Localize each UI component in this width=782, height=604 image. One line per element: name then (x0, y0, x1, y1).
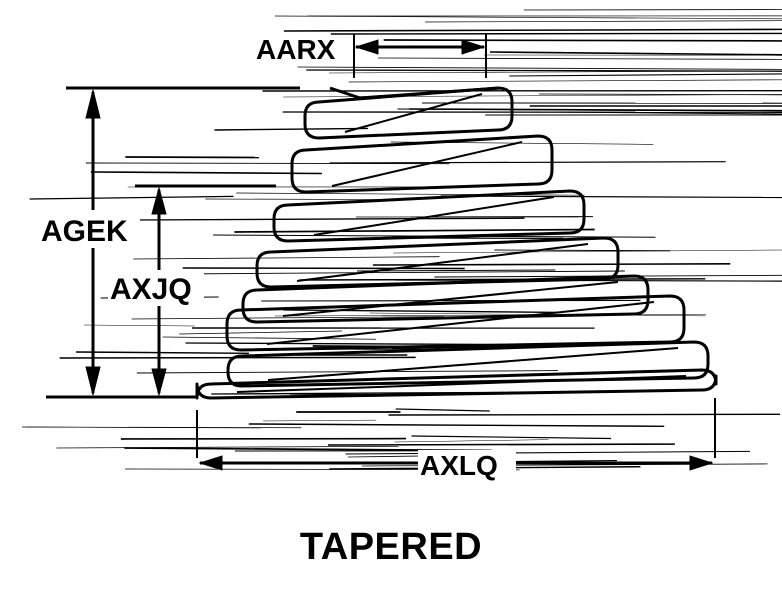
spring-coil (303, 86, 514, 140)
scan-streak (411, 435, 612, 440)
spring-coil-cross (266, 301, 655, 345)
bottom-arrow-left (198, 455, 223, 471)
scan-streak (131, 316, 444, 320)
scan-streak (85, 162, 450, 165)
scan-streak (162, 336, 377, 340)
spring-coil (272, 189, 586, 243)
solid-height-arrow-bottom (151, 368, 167, 397)
spring-coil-cross (236, 375, 687, 393)
spring-coil (226, 340, 710, 388)
scan-streak (328, 70, 782, 74)
scan-streak (182, 267, 465, 270)
spring-coil-cross (267, 347, 679, 381)
scan-streak (409, 108, 782, 112)
free-length-arrow-bottom (85, 366, 101, 396)
free-length-arrow-top (85, 89, 101, 119)
scan-streak (383, 39, 782, 42)
scan-streak (425, 20, 782, 23)
scan-streak (29, 195, 234, 200)
scan-streak (489, 51, 782, 56)
scan-streak (330, 32, 782, 35)
scan-streak (132, 217, 525, 221)
spring-coil-cross (344, 93, 483, 133)
spring-coil (195, 368, 718, 400)
top-arrow-right (461, 39, 486, 55)
spring-coil (255, 236, 620, 289)
spring-coils (195, 86, 718, 400)
spring-coil-cross (282, 281, 619, 317)
solid-height-label-bg (108, 270, 204, 306)
top-diameter-label: AARX (256, 34, 336, 65)
scan-streak (345, 450, 751, 455)
scan-streak (440, 195, 782, 199)
scan-streak (274, 15, 782, 20)
diagram-title: TAPERED (299, 526, 483, 568)
bottom-arrow-right (689, 455, 714, 471)
spring-coil-cross (296, 243, 589, 282)
scan-streak (261, 299, 641, 302)
scan-streak (329, 161, 726, 164)
free-length-label-bg (40, 210, 140, 248)
spring-top-end (329, 86, 501, 100)
bottom-diameter-label-bg (418, 450, 516, 478)
scan-streak (306, 69, 782, 72)
scan-streak (236, 192, 585, 196)
top-arrow-left (354, 39, 379, 55)
bottom-diameter-label: AXLQ (420, 450, 498, 481)
scan-streak (214, 127, 369, 131)
scan-streak (179, 330, 343, 335)
scan-streak (263, 419, 377, 422)
scan-streak (133, 256, 440, 260)
scan-streak (509, 73, 782, 77)
free-length-label: AGEK (41, 215, 128, 248)
scan-streak (494, 249, 671, 252)
scan-streak (248, 423, 665, 428)
scan-streak (175, 270, 625, 275)
scan-streak (56, 445, 399, 449)
scan-streak (76, 351, 249, 355)
scan-streak (136, 370, 558, 374)
scan-streak (394, 439, 549, 443)
scan-streak (234, 228, 595, 233)
scan-streak (395, 408, 490, 412)
scan-streak (523, 9, 782, 11)
scan-streak (21, 426, 302, 429)
solid-height-arrow-top (151, 186, 167, 215)
scan-streak (283, 28, 782, 32)
scan-streak (125, 156, 259, 159)
scan-streak (84, 324, 195, 327)
top-diameter-dimension (353, 34, 487, 78)
spring-coil (241, 274, 650, 324)
spring-coil-cross (313, 196, 555, 236)
scan-streak (372, 263, 731, 266)
scan-streak (90, 171, 322, 175)
scan-streak (327, 443, 675, 446)
scan-streak (297, 66, 782, 70)
scan-streak (388, 413, 781, 416)
scan-streak (378, 57, 782, 60)
scan-streak (348, 79, 782, 83)
scan-streak (356, 269, 556, 272)
scan-streak (393, 249, 782, 254)
solid-height-label: AXJQ (110, 273, 192, 306)
spring-coil (290, 134, 554, 194)
spring-coil-cross (331, 141, 523, 187)
